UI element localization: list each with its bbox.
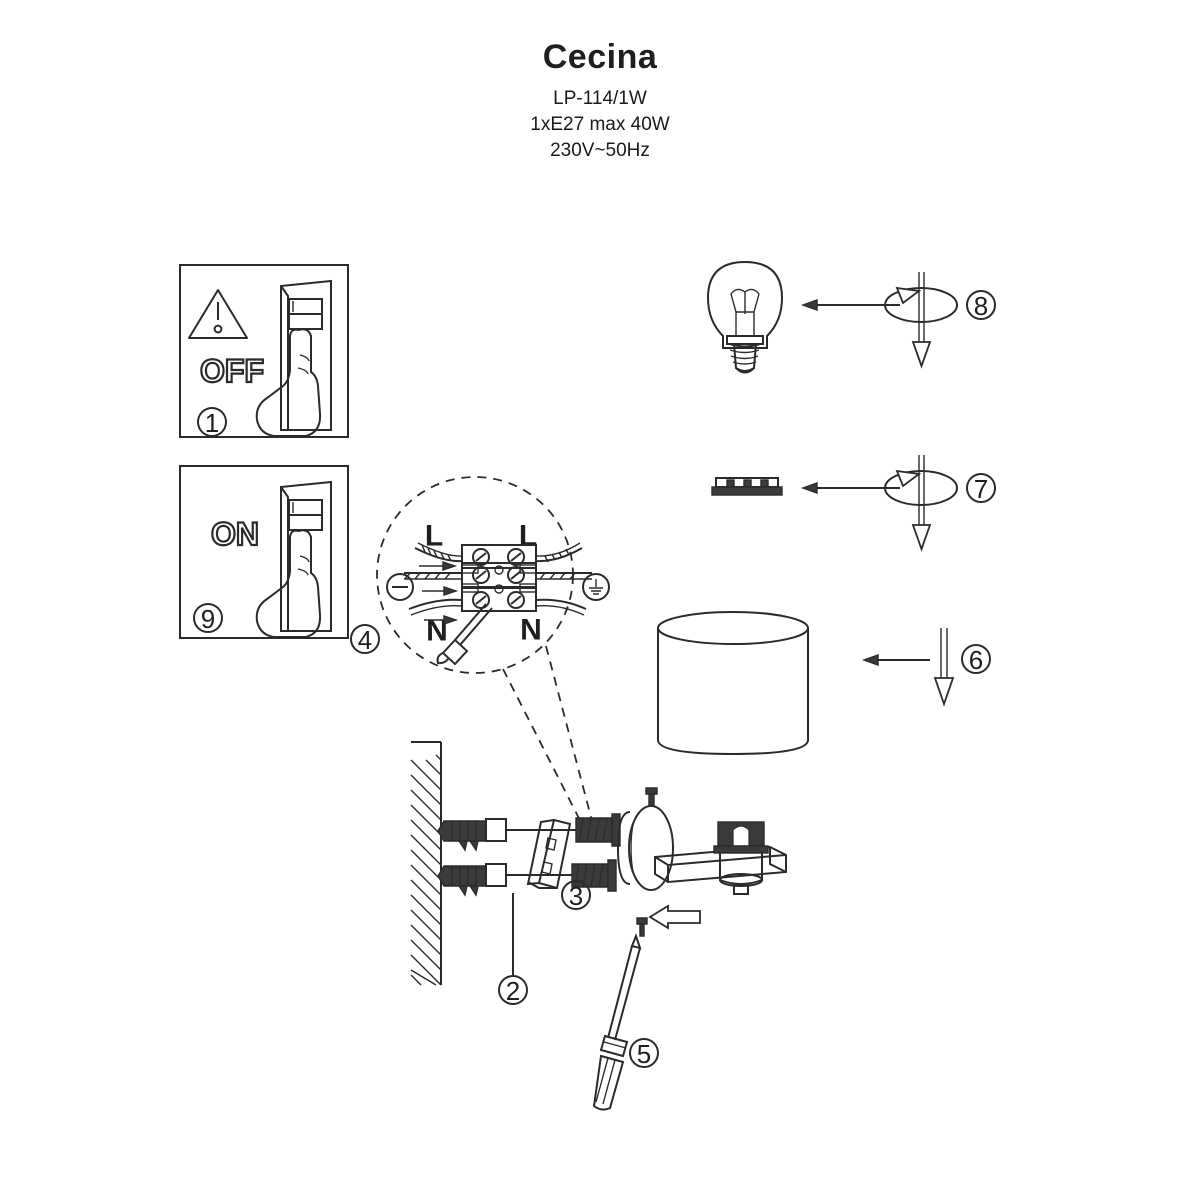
label-neutral-left: N	[426, 615, 448, 648]
step-number-1: 1	[197, 407, 227, 438]
hatched-wall	[410, 741, 442, 986]
svg-text:9: 9	[201, 604, 215, 634]
cylindrical-lamp-shade-icon	[657, 611, 809, 756]
lamp-backplate-icon	[616, 805, 674, 891]
hand-pressing-icon	[255, 529, 322, 638]
down-arrow-6	[933, 628, 955, 707]
wire-direction-arrows	[419, 561, 459, 625]
on-label: ON	[211, 516, 259, 552]
incandescent-bulb-icon	[706, 260, 784, 374]
shade-retaining-ring-icon	[711, 477, 783, 496]
shade-step-group: 6	[657, 611, 991, 756]
shade-ring-step-group: 7	[711, 455, 996, 552]
body-screw-bottom	[636, 917, 648, 937]
body-screw-top	[645, 787, 658, 807]
wall-anchor-upper	[437, 818, 507, 852]
svg-text:1: 1	[205, 408, 219, 438]
lamp-arm-icon	[654, 845, 787, 884]
lamp-socket-icon	[713, 821, 769, 895]
minus-terminal-icon	[386, 573, 414, 601]
arrow-left-6	[861, 654, 930, 666]
arrow-left-5	[648, 904, 701, 930]
bracket-screw-upper	[506, 813, 621, 847]
screwdriver-icon	[436, 603, 493, 666]
step-number-9: 9	[193, 603, 223, 634]
wiring-detail-group: L L N N	[350, 476, 610, 841]
step-number-3: 3	[561, 880, 591, 911]
svg-text:6: 6	[969, 645, 983, 675]
hand-pressing-icon	[255, 328, 322, 437]
svg-text:4: 4	[358, 625, 372, 655]
step-number-8: 8	[966, 290, 996, 321]
wall-lamp-body	[616, 787, 787, 937]
panel-on: ON 9	[179, 465, 349, 639]
step-number-5: 5	[629, 1038, 659, 1069]
off-label: OFF	[200, 353, 264, 389]
rotate-symbol-8	[884, 272, 958, 369]
svg-text:8: 8	[974, 291, 988, 321]
label-live-left: L	[425, 520, 443, 553]
lamp-spec: 1xE27 max 40W	[530, 114, 670, 135]
step-number-6: 6	[961, 644, 991, 675]
rotate-symbol-7	[884, 455, 958, 552]
wall-anchor-lower	[437, 863, 507, 897]
step-number-2: 2	[498, 975, 528, 1006]
wall-switch-icon	[280, 480, 332, 632]
step-number-4: 4	[350, 624, 380, 655]
warning-triangle-icon	[188, 289, 248, 339]
page-title: Cecina	[542, 38, 658, 76]
svg-text:5: 5	[637, 1039, 651, 1069]
panel-off: OFF 1	[179, 264, 349, 438]
label-neutral-right: N	[520, 614, 542, 647]
earth-ground-icon	[582, 573, 610, 601]
terminal-block-icon	[461, 544, 537, 612]
svg-text:2: 2	[506, 976, 520, 1006]
screwdriver-step-group: 5	[592, 933, 659, 1111]
svg-text:7: 7	[974, 474, 988, 504]
step-number-7: 7	[966, 473, 996, 504]
wall-switch-icon	[280, 279, 332, 431]
bulb-step-group: 8	[706, 260, 996, 374]
label-live-right: L	[519, 520, 537, 553]
svg-text:3: 3	[569, 881, 583, 911]
wall-mount-group: 3 2	[410, 741, 621, 1006]
wire-neutral	[408, 598, 587, 616]
flat-screwdriver-icon	[592, 933, 642, 1111]
model-code: LP-114/1W	[553, 88, 647, 109]
voltage-spec: 230V~50Hz	[550, 140, 650, 161]
wire-live	[414, 542, 583, 563]
